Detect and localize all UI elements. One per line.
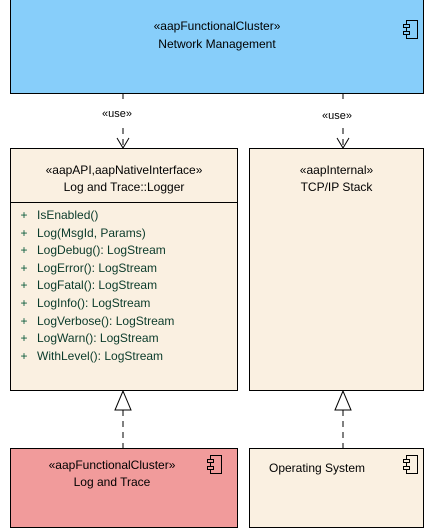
logger-class[interactable]: «aapAPI,aapNativeInterface» Log and Trac… <box>10 148 238 391</box>
operation-row: +LogWarn(): LogStream <box>20 331 159 346</box>
operations-list: +IsEnabled() +Log(MsgId, Params) +LogDeb… <box>11 207 237 365</box>
operation-row: +IsEnabled() <box>20 208 99 222</box>
use-label-left: «use» <box>102 108 132 120</box>
component-icon <box>207 455 222 474</box>
network-management-cluster[interactable]: «aapFunctionalCluster» Network Managemen… <box>10 0 424 94</box>
operating-system-component[interactable]: Operating System <box>249 448 424 528</box>
tcp-ip-stack-component[interactable]: «aapInternal» TCP/IP Stack <box>249 148 424 391</box>
realization-right <box>334 389 352 448</box>
operation-row: +LogFatal(): LogStream <box>20 278 158 293</box>
component-icon <box>403 20 418 39</box>
cluster-name: Network Management <box>158 37 276 51</box>
use-label-right: «use» <box>322 110 352 122</box>
component-icon <box>403 455 418 474</box>
stereotype-label: «aapFunctionalCluster» <box>153 19 281 33</box>
use-dependency-left <box>116 93 130 149</box>
operation-row: +LogVerbose(): LogStream <box>20 313 175 328</box>
operation-row: +Log(MsgId, Params) <box>20 225 146 240</box>
class-name: Log and Trace::Logger <box>63 180 185 194</box>
cluster-name: Log and Trace <box>73 475 151 489</box>
realization-left <box>114 389 132 448</box>
operation-row: +LogInfo(): LogStream <box>20 295 151 310</box>
stereotype-label: «aapInternal» <box>299 163 374 177</box>
compartment-divider <box>11 202 237 203</box>
stereotype-label: «aapAPI,aapNativeInterface» <box>45 163 203 177</box>
operation-row: +WithLevel(): LogStream <box>20 348 164 363</box>
stereotype-label: «aapFunctionalCluster» <box>48 458 176 472</box>
operation-row: +LogError(): LogStream <box>20 260 158 275</box>
component-name: Operating System <box>269 461 366 475</box>
component-name: TCP/IP Stack <box>300 180 373 194</box>
operation-row: +LogDebug(): LogStream <box>20 243 166 258</box>
log-and-trace-cluster[interactable]: «aapFunctionalCluster» Log and Trace <box>10 448 238 528</box>
